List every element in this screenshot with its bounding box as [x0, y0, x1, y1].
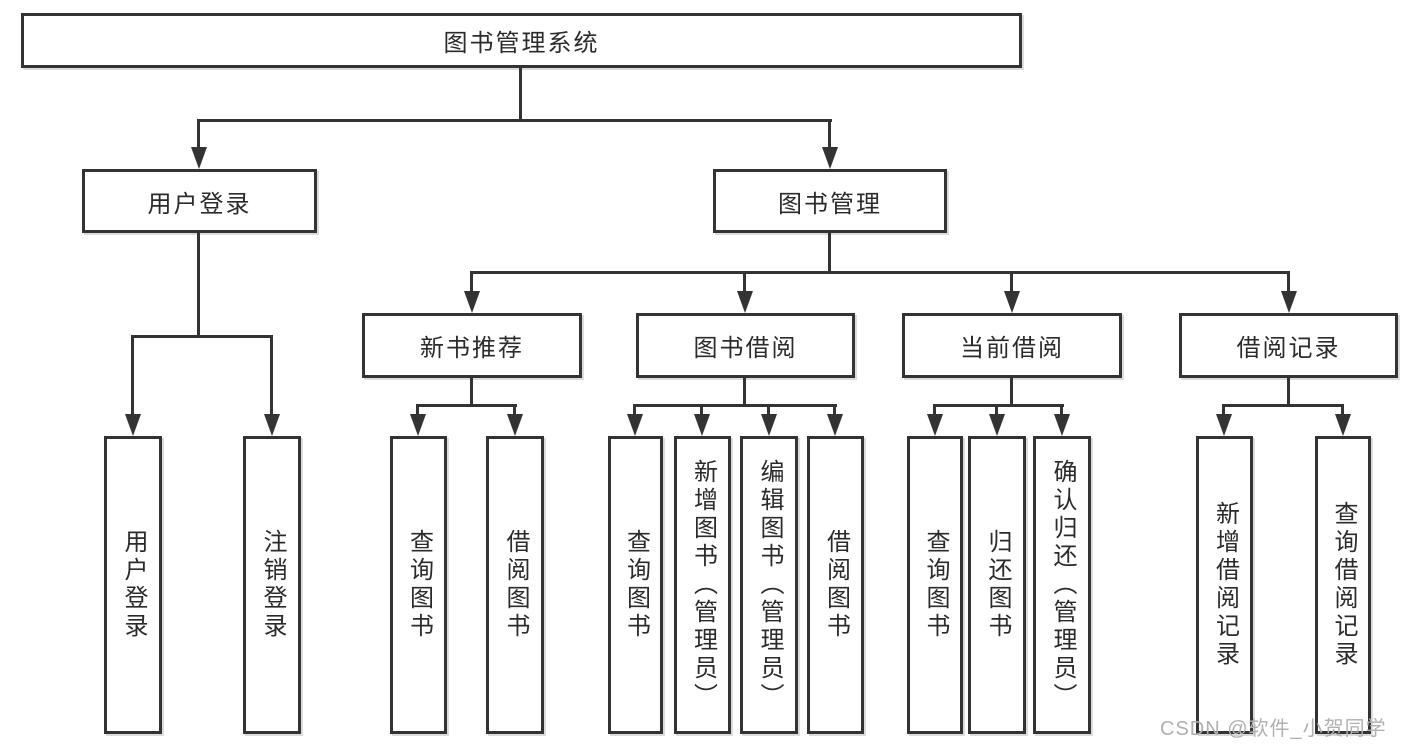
node-book-management-label: 图书管理	[778, 190, 882, 218]
arrowhead-down-br-add	[1216, 414, 1232, 436]
leaf-return-books-label: 归还图书	[984, 529, 1011, 641]
arrowhead-down-current-borrow	[1004, 291, 1020, 313]
node-user-login-label: 用户登录	[147, 190, 252, 218]
connector-br-query-drop	[1341, 404, 1344, 418]
leaf-user-login-label: 用户登录	[120, 529, 147, 641]
node-current-borrowing-label: 当前借阅	[960, 335, 1064, 362]
connector-book-mgmt-drop	[828, 119, 831, 149]
connector-current-borrow-rail	[934, 404, 1064, 407]
arrowhead-down-borrow-record	[1281, 291, 1297, 313]
connector-new-book-rail	[417, 404, 517, 407]
connector-leaf-login-drop	[131, 335, 134, 417]
connector-cb-confirm-drop	[1060, 404, 1063, 418]
leaf-query-books-recommend-label: 查询图书	[405, 529, 433, 641]
connector-user-login-drop	[197, 119, 200, 149]
leaf-add-borrow-record-label: 新增借阅记录	[1211, 501, 1239, 669]
leaf-borrow-books-recommend: 借阅图书	[486, 436, 544, 734]
connector-new-book-drop	[470, 271, 473, 294]
leaf-add-books-admin: 新增图书（管理员）	[674, 436, 731, 734]
node-new-book-recommend-label: 新书推荐	[420, 335, 524, 362]
leaf-query-books-current: 查询图书	[907, 436, 963, 734]
leaf-borrow-books-borrowing: 借阅图书	[807, 436, 864, 734]
connector-book-mgmt-rail	[470, 271, 1290, 274]
connector-nb-borrow-drop	[513, 404, 516, 418]
connector-nb-query-drop	[416, 404, 419, 418]
connector-cb-query-drop	[933, 404, 936, 418]
connector-new-book-stem	[470, 378, 473, 407]
arrowhead-down-bb-add	[694, 414, 710, 436]
node-library-system-label: 图书管理系统	[443, 30, 600, 57]
arrowhead-down-nb-query	[410, 414, 426, 436]
node-current-borrowing: 当前借阅	[902, 313, 1122, 378]
leaf-confirm-return-admin: 确认归还（管理员）	[1033, 436, 1091, 734]
leaf-query-borrow-record-label: 查询借阅记录	[1330, 501, 1357, 669]
leaf-user-login: 用户登录	[104, 436, 162, 734]
connector-book-borrow-rail	[634, 404, 837, 407]
connector-book-borrow-stem	[743, 378, 746, 407]
connector-bb-query-drop	[633, 404, 636, 418]
arrowhead-down-user-login	[191, 147, 207, 169]
node-library-system: 图书管理系统	[21, 13, 1022, 68]
node-user-login: 用户登录	[82, 169, 317, 233]
arrowhead-down-book-mgmt	[822, 147, 838, 169]
connector-leaf-logout-drop	[270, 335, 273, 417]
arrowhead-down-cb-return	[989, 414, 1005, 436]
leaf-query-books-current-label: 查询图书	[922, 529, 949, 641]
arrowhead-down-leaf-login	[125, 414, 141, 436]
connector-borrow-record-rail	[1223, 404, 1344, 407]
leaf-query-books-recommend: 查询图书	[390, 436, 447, 734]
node-new-book-recommend: 新书推荐	[362, 313, 582, 378]
arrowhead-down-book-borrow	[737, 291, 753, 313]
arrowhead-down-bb-query	[627, 414, 643, 436]
connector-cb-return-drop	[995, 404, 998, 418]
leaf-logout-label: 注销登录	[259, 529, 286, 641]
node-book-borrowing: 图书借阅	[636, 313, 855, 378]
leaf-add-books-admin-label: 新增图书（管理员）	[689, 459, 717, 711]
arrowhead-down-new-book	[464, 291, 480, 313]
connector-borrow-record-stem	[1287, 378, 1290, 407]
arrowhead-down-cb-confirm	[1054, 414, 1070, 436]
node-borrow-records: 借阅记录	[1179, 313, 1398, 378]
leaf-edit-books-admin-label: 编辑图书（管理员）	[756, 459, 783, 711]
arrowhead-down-br-query	[1335, 414, 1351, 436]
leaf-confirm-return-admin-label: 确认归还（管理员）	[1049, 459, 1076, 711]
leaf-query-borrow-record: 查询借阅记录	[1315, 436, 1371, 734]
connector-user-login-rail	[132, 335, 273, 338]
leaf-add-borrow-record: 新增借阅记录	[1196, 436, 1253, 734]
connector-br-add-drop	[1222, 404, 1225, 418]
connector-book-borrow-drop	[743, 271, 746, 294]
connector-bb-edit-drop	[767, 404, 770, 418]
arrowhead-down-nb-borrow	[507, 414, 523, 436]
leaf-return-books: 归还图书	[968, 436, 1026, 734]
leaf-logout: 注销登录	[243, 436, 301, 734]
connector-current-borrow-drop	[1010, 271, 1013, 294]
leaf-query-books-borrowing: 查询图书	[608, 436, 663, 734]
connector-bb-borrow-drop	[833, 404, 836, 418]
leaf-borrow-books-recommend-label: 借阅图书	[502, 529, 529, 641]
arrowhead-down-leaf-logout	[264, 414, 280, 436]
connector-book-mgmt-stem	[828, 233, 831, 274]
node-book-management: 图书管理	[713, 169, 947, 233]
arrowhead-down-cb-query	[927, 414, 943, 436]
connector-borrow-record-drop	[1287, 271, 1290, 294]
arrowhead-down-bb-edit	[761, 414, 777, 436]
leaf-borrow-books-borrowing-label: 借阅图书	[822, 529, 850, 641]
connector-user-login-stem	[197, 233, 200, 337]
connector-root-stem	[519, 68, 522, 120]
node-borrow-records-label: 借阅记录	[1236, 335, 1341, 362]
node-book-borrowing-label: 图书借阅	[693, 335, 798, 362]
connector-root-rail	[198, 119, 832, 122]
connector-current-borrow-stem	[1010, 378, 1013, 407]
leaf-query-books-borrowing-label: 查询图书	[622, 529, 650, 641]
arrowhead-down-bb-borrow	[827, 414, 843, 436]
watermark: CSDN @软件_小贺同学	[1160, 718, 1387, 740]
leaf-edit-books-admin: 编辑图书（管理员）	[740, 436, 798, 734]
connector-bb-add-drop	[700, 404, 703, 418]
